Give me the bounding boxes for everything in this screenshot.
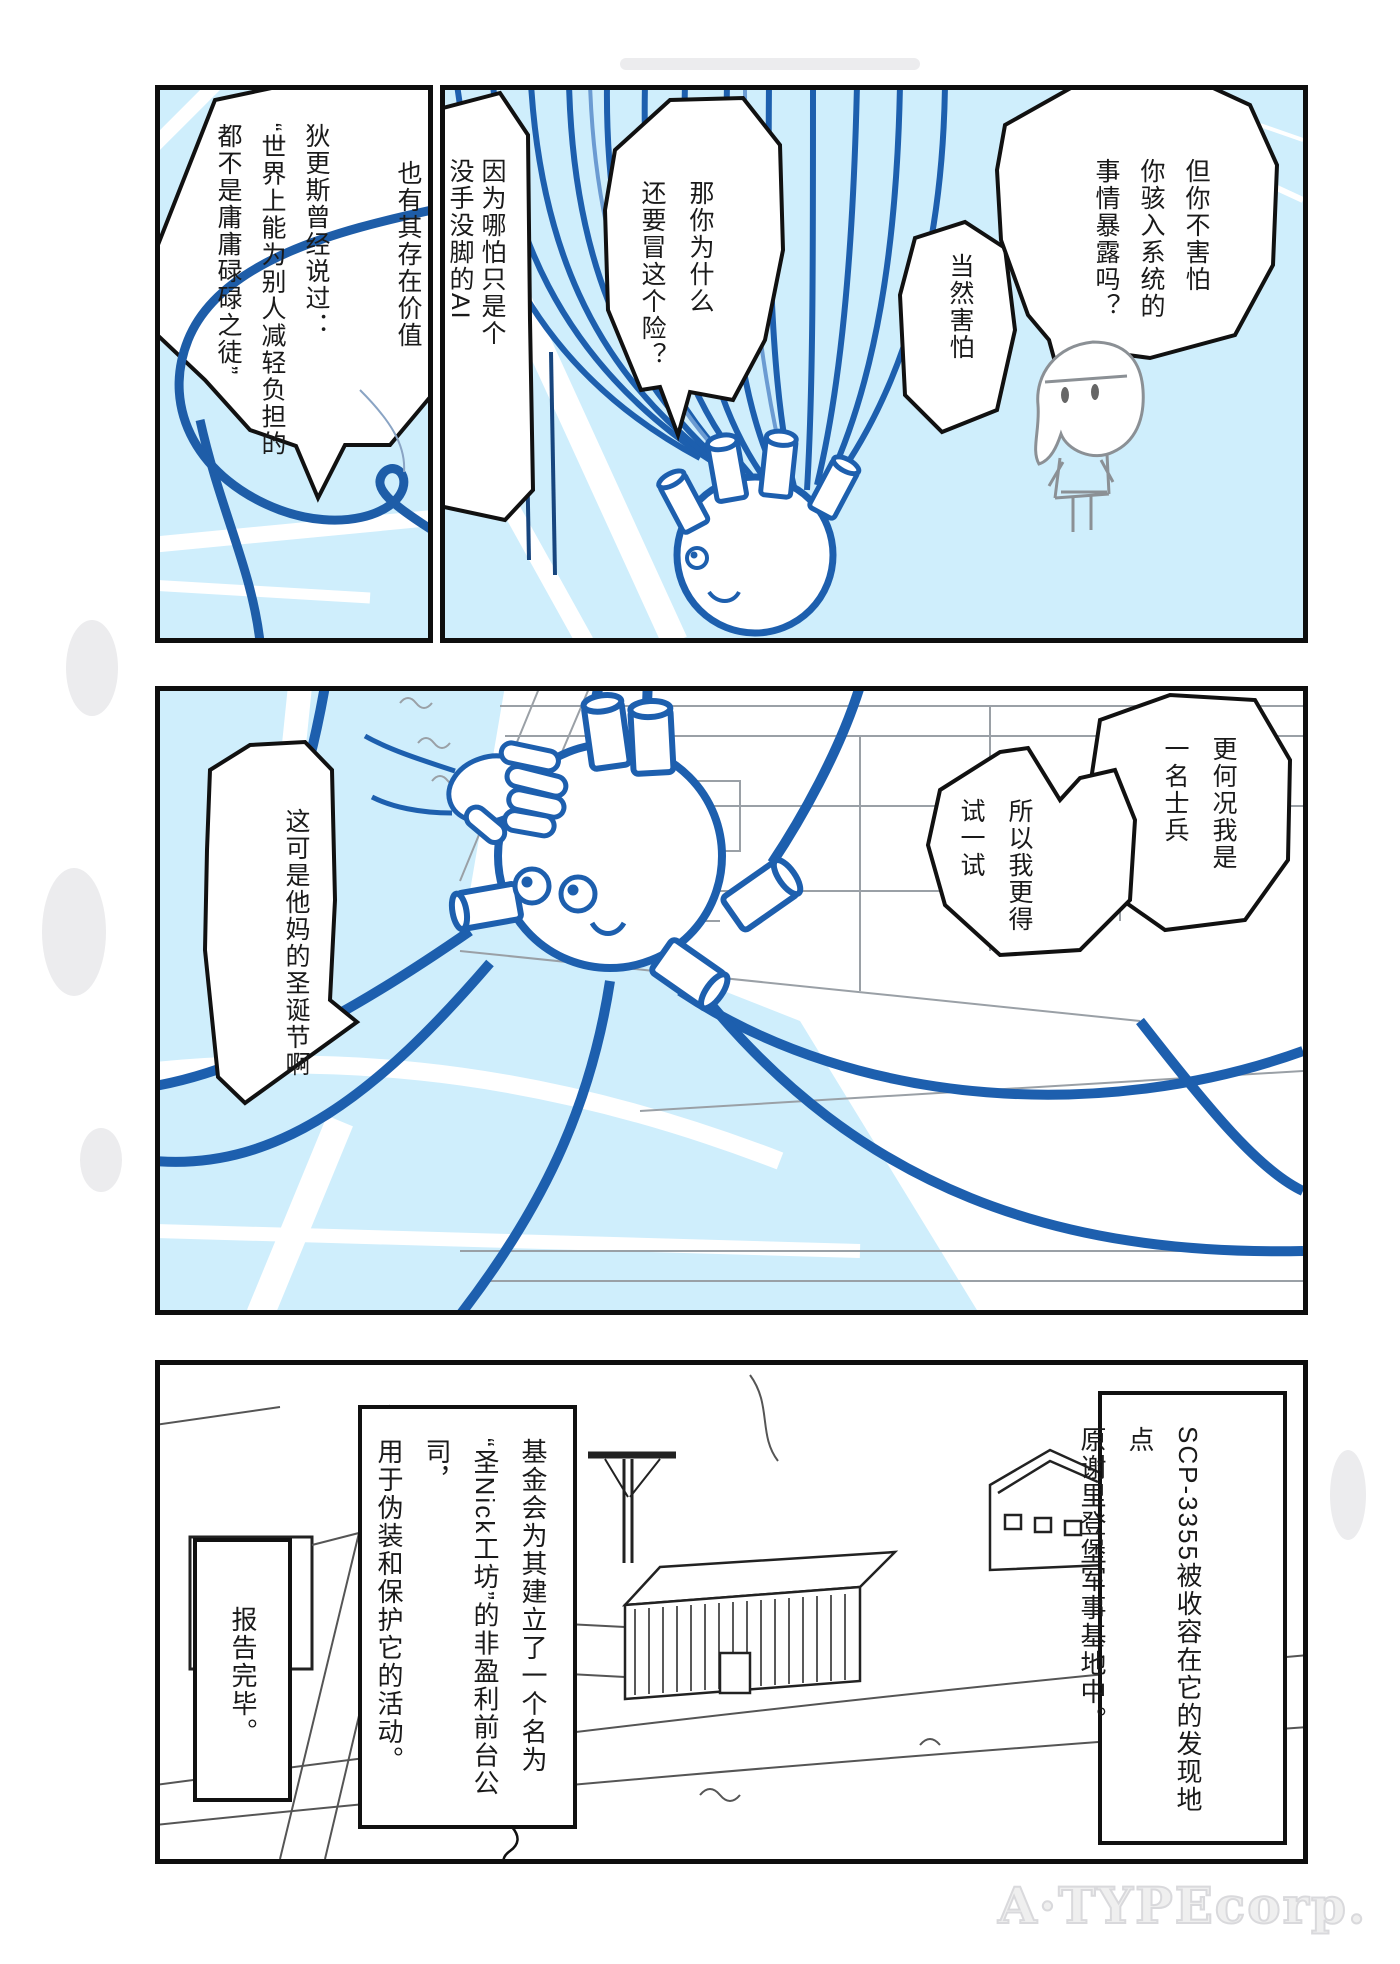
water-tower-drawing xyxy=(588,1451,676,1563)
spider-robot-drawing xyxy=(656,428,862,637)
panel-2 xyxy=(155,686,1308,1315)
panel-1-right-art xyxy=(445,90,1303,638)
speech-text-try: 所以我更得 试一试 xyxy=(957,798,1033,933)
margin-smudge xyxy=(80,1128,122,1192)
caption-text-report: 报告完毕。 xyxy=(228,1606,258,1746)
speech-balloon-because xyxy=(445,90,536,523)
caption-text-containment: SCP-3355被收容在它的发现地点 原谢里登堡军事基地中。 xyxy=(1077,1426,1203,1814)
panel-1-right xyxy=(440,85,1308,643)
panel-1-left xyxy=(155,85,433,643)
speech-text-risk: 那你为什么 还要冒这个险？ xyxy=(638,180,714,369)
speech-balloon-of-course xyxy=(897,219,1018,435)
speech-text-value: 也有其存在价值 xyxy=(394,160,422,349)
panel-2-art xyxy=(160,691,1303,1310)
speech-text-because: 因为哪怕只是个 没手没脚的AI xyxy=(446,158,506,347)
margin-smudge xyxy=(42,868,106,996)
speech-text-soldier: 更何况我是 一名士兵 xyxy=(1161,736,1237,871)
publisher-watermark: A·TYPEcorp. xyxy=(997,1875,1368,1936)
panel-1-left-art xyxy=(160,90,428,638)
grabbing-hand-drawing xyxy=(363,733,569,846)
speech-balloon-try xyxy=(925,745,1138,958)
speech-balloon-dickens xyxy=(160,90,428,503)
margin-smudge xyxy=(66,620,118,716)
wire-loop xyxy=(174,206,428,533)
panel-3 xyxy=(155,1360,1308,1864)
speech-text-exposed: 但你不害怕 你骇入系统的 事情暴露吗？ xyxy=(1092,158,1210,320)
margin-smudge xyxy=(620,58,920,70)
caption-box-report xyxy=(193,1538,292,1802)
speech-balloon-christmas xyxy=(202,739,361,1106)
caption-box-containment xyxy=(1098,1391,1287,1845)
margin-smudge xyxy=(1330,1450,1366,1540)
speech-balloon-risk xyxy=(602,95,786,442)
caption-text-front-company: 基金会为其建立了一个名为 “圣Nick工坊”的非盈利前台公司， 用于伪装和保护它… xyxy=(374,1438,548,1798)
panel-3-art xyxy=(160,1365,1303,1859)
speech-text-christmas: 这可是他妈的圣诞节啊 xyxy=(282,808,310,1078)
speech-text-of-course: 当然害怕 xyxy=(946,253,974,361)
main-building-drawing xyxy=(621,1550,899,1701)
caption-box-front-company xyxy=(358,1405,577,1829)
speech-text-dickens: 狄更斯曾经说过： “世界上能为别人减轻负担的 都不是庸庸碌碌之徒” xyxy=(214,123,330,458)
girl-character-drawing xyxy=(1034,340,1145,532)
